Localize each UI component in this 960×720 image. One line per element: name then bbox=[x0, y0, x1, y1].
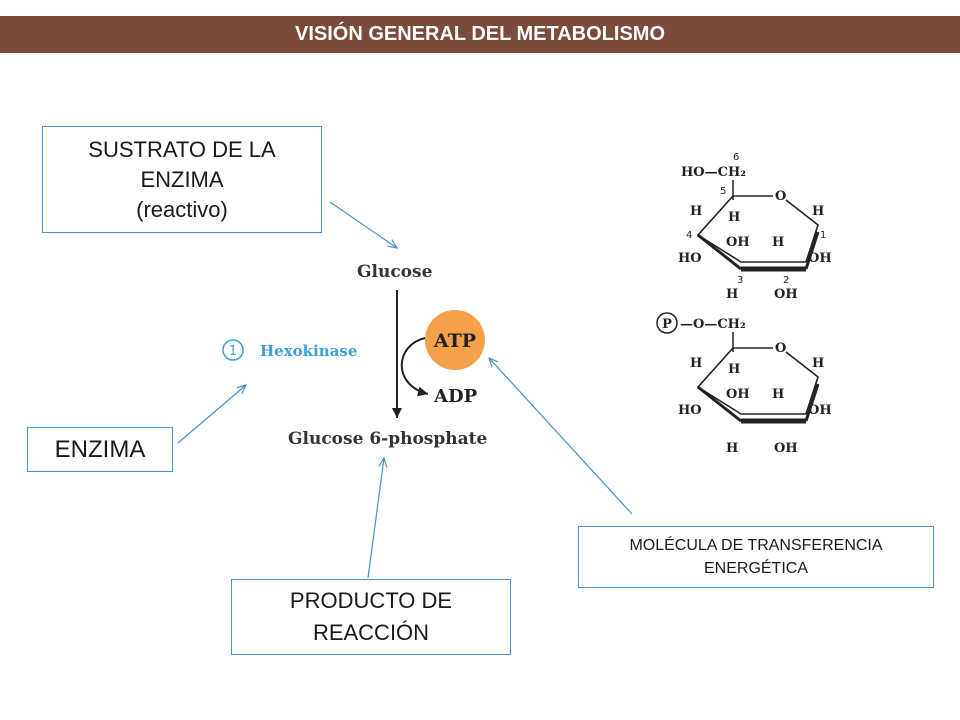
svg-text:HO: HO bbox=[678, 403, 702, 418]
svg-text:H: H bbox=[726, 287, 738, 302]
enzyme-label-text: ENZIMA bbox=[54, 435, 146, 463]
substrate-label-line1: SUSTRATO DE LA bbox=[88, 136, 276, 162]
svg-text:H: H bbox=[728, 210, 740, 225]
svg-text:OH: OH bbox=[808, 403, 832, 418]
adp-text: ADP bbox=[433, 386, 478, 407]
svg-text:OH: OH bbox=[774, 441, 798, 456]
svg-text:H: H bbox=[728, 362, 740, 377]
svg-text:H: H bbox=[690, 356, 702, 371]
svg-text:O: O bbox=[775, 189, 786, 204]
svg-text:HO: HO bbox=[678, 251, 702, 266]
substrate-label-line3: (reactivo) bbox=[136, 196, 228, 222]
svg-text:H: H bbox=[690, 204, 702, 219]
svg-text:—O—CH₂: —O—CH₂ bbox=[680, 317, 746, 332]
svg-text:2: 2 bbox=[783, 275, 789, 286]
slide-title: VISIÓN GENERAL DEL METABOLISMO bbox=[0, 16, 960, 53]
svg-text:OH: OH bbox=[808, 251, 832, 266]
svg-text:OH: OH bbox=[726, 235, 750, 250]
product-label-line1: PRODUCTO DE bbox=[289, 588, 453, 613]
svg-text:OH: OH bbox=[726, 387, 750, 402]
svg-text:H: H bbox=[812, 204, 824, 219]
svg-text:1: 1 bbox=[820, 230, 826, 241]
enzyme-label-box: ENZIMA bbox=[27, 427, 173, 472]
svg-text:5: 5 bbox=[720, 186, 726, 197]
svg-text:H: H bbox=[812, 356, 824, 371]
product-pointer-arrow bbox=[367, 458, 384, 579]
substrate-glucose-text: Glucose bbox=[357, 262, 433, 282]
substrate-label-box: SUSTRATO DE LA ENZIMA (reactivo) bbox=[42, 126, 322, 233]
svg-text:H: H bbox=[772, 387, 784, 402]
svg-text:4: 4 bbox=[686, 230, 692, 241]
svg-text:6: 6 bbox=[733, 152, 739, 163]
svg-text:H: H bbox=[726, 441, 738, 456]
glucose6p-structure: P —O—CH₂ O H H H OH H HO OH H OH bbox=[656, 312, 832, 456]
atp-text: ATP bbox=[433, 330, 476, 352]
step-number-text: 1 bbox=[229, 344, 237, 359]
product-label-box: PRODUCTO DE REACCIÓN bbox=[231, 579, 511, 655]
enzyme-hexokinase-text: Hexokinase bbox=[260, 342, 357, 360]
enzyme-pointer-arrow bbox=[177, 385, 246, 444]
svg-text:P: P bbox=[662, 317, 672, 332]
product-glucose6p-text: Glucose 6-phosphate bbox=[288, 429, 487, 449]
step-number-circle bbox=[222, 339, 244, 361]
energy-molecule-label-line2: ENERGÉTICA bbox=[703, 560, 808, 577]
svg-text:O: O bbox=[775, 341, 786, 356]
svg-text:H: H bbox=[772, 235, 784, 250]
energy-molecule-label-line1: MOLÉCULA DE TRANSFERENCIA bbox=[629, 537, 883, 554]
substrate-label-line2: ENZIMA bbox=[140, 166, 224, 192]
product-label-line2: REACCIÓN bbox=[312, 620, 430, 645]
svg-text:3: 3 bbox=[737, 275, 743, 286]
substrate-pointer-arrow bbox=[329, 201, 397, 248]
atp-pointer-arrow bbox=[489, 358, 633, 515]
atp-circle bbox=[425, 310, 485, 370]
atp-to-adp-arrow bbox=[400, 337, 429, 397]
glucose-structure: HO—CH₂ 6 5 O H H H OH H HO OH H OH 4 3 2… bbox=[678, 152, 832, 302]
svg-text:HO—CH₂: HO—CH₂ bbox=[681, 165, 746, 180]
energy-molecule-label-box: MOLÉCULA DE TRANSFERENCIA ENERGÉTICA bbox=[578, 526, 934, 588]
svg-text:OH: OH bbox=[774, 287, 798, 302]
